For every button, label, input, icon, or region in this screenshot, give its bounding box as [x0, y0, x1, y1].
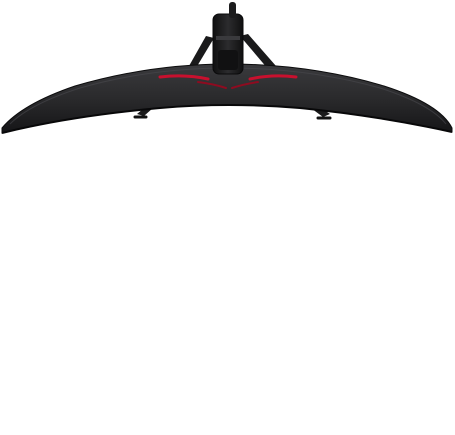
red-accent-lines: [158, 74, 298, 89]
stand-column: [212, 2, 244, 75]
